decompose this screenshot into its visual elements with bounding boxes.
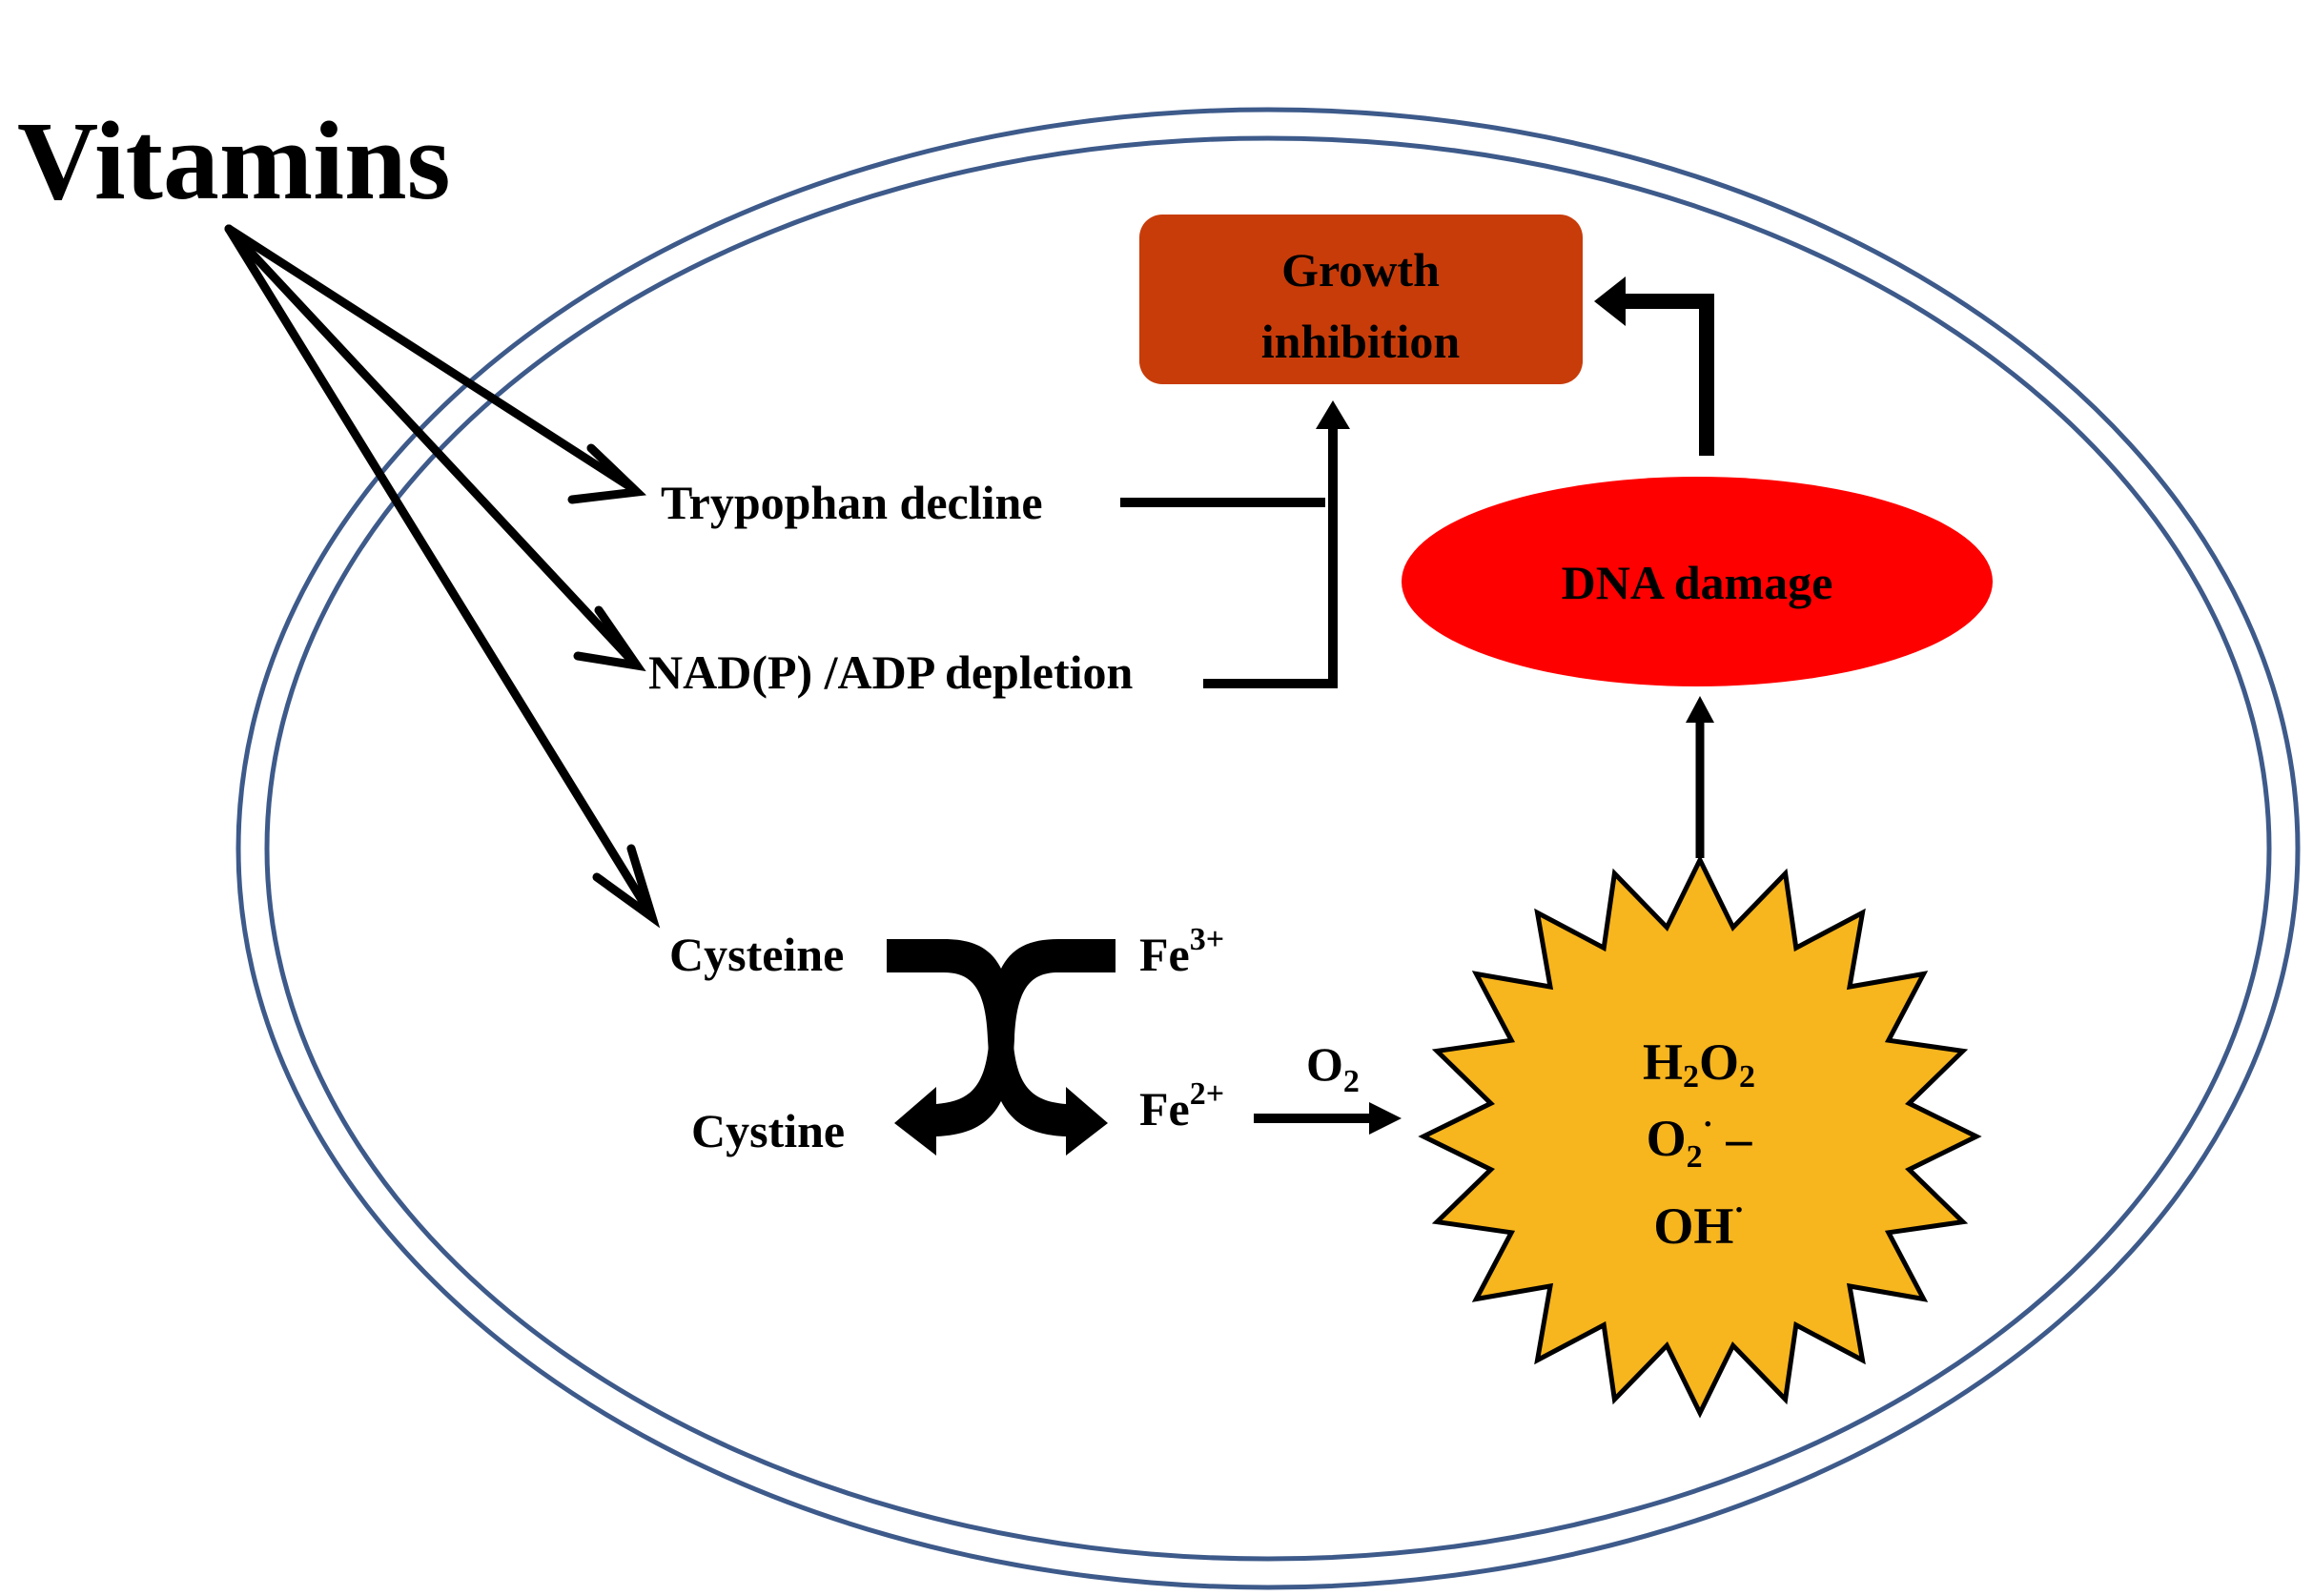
ros-starburst bbox=[1418, 854, 1982, 1419]
cystine-label: Cystine bbox=[691, 1104, 845, 1157]
fe-to-ros-arrow bbox=[1254, 1102, 1402, 1135]
oxygen-label: O2 bbox=[1306, 1037, 1360, 1099]
vitamin-arrows bbox=[224, 224, 661, 929]
cell-membrane-outer bbox=[235, 107, 2301, 1590]
ros-to-dna-arrow bbox=[1686, 696, 1714, 858]
growth-inhibition-line1: Growth bbox=[1281, 243, 1440, 297]
cysteine-label: Cysteine bbox=[669, 928, 844, 981]
redox-exchange-arrows bbox=[887, 939, 1116, 1156]
growth-inhibition-line2: inhibition bbox=[1261, 315, 1461, 368]
dna-to-growth-arrow bbox=[1594, 276, 1714, 456]
growth-inhibition-box bbox=[1139, 215, 1583, 384]
dna-damage-ellipse bbox=[1402, 477, 1993, 686]
vitamins-title: Vitamins bbox=[17, 98, 451, 223]
ros-h2o2-label: H2O2 bbox=[1643, 1033, 1755, 1095]
dna-damage-label: DNA damage bbox=[1562, 556, 1833, 609]
fe2-label: Fe2+ bbox=[1139, 1076, 1224, 1136]
tryptophan-decline-label: Trypophan decline bbox=[661, 476, 1043, 529]
ros-superoxide-label: O2· – bbox=[1647, 1107, 1753, 1175]
depletion-to-growth-arrow bbox=[1120, 400, 1350, 688]
fe3-label: Fe3+ bbox=[1139, 922, 1224, 981]
cell-membrane-inner bbox=[264, 135, 2272, 1562]
nadp-adp-depletion-label: NAD(P) /ADP depletion bbox=[648, 645, 1133, 699]
ros-hydroxyl-label: OH· bbox=[1653, 1193, 1744, 1255]
